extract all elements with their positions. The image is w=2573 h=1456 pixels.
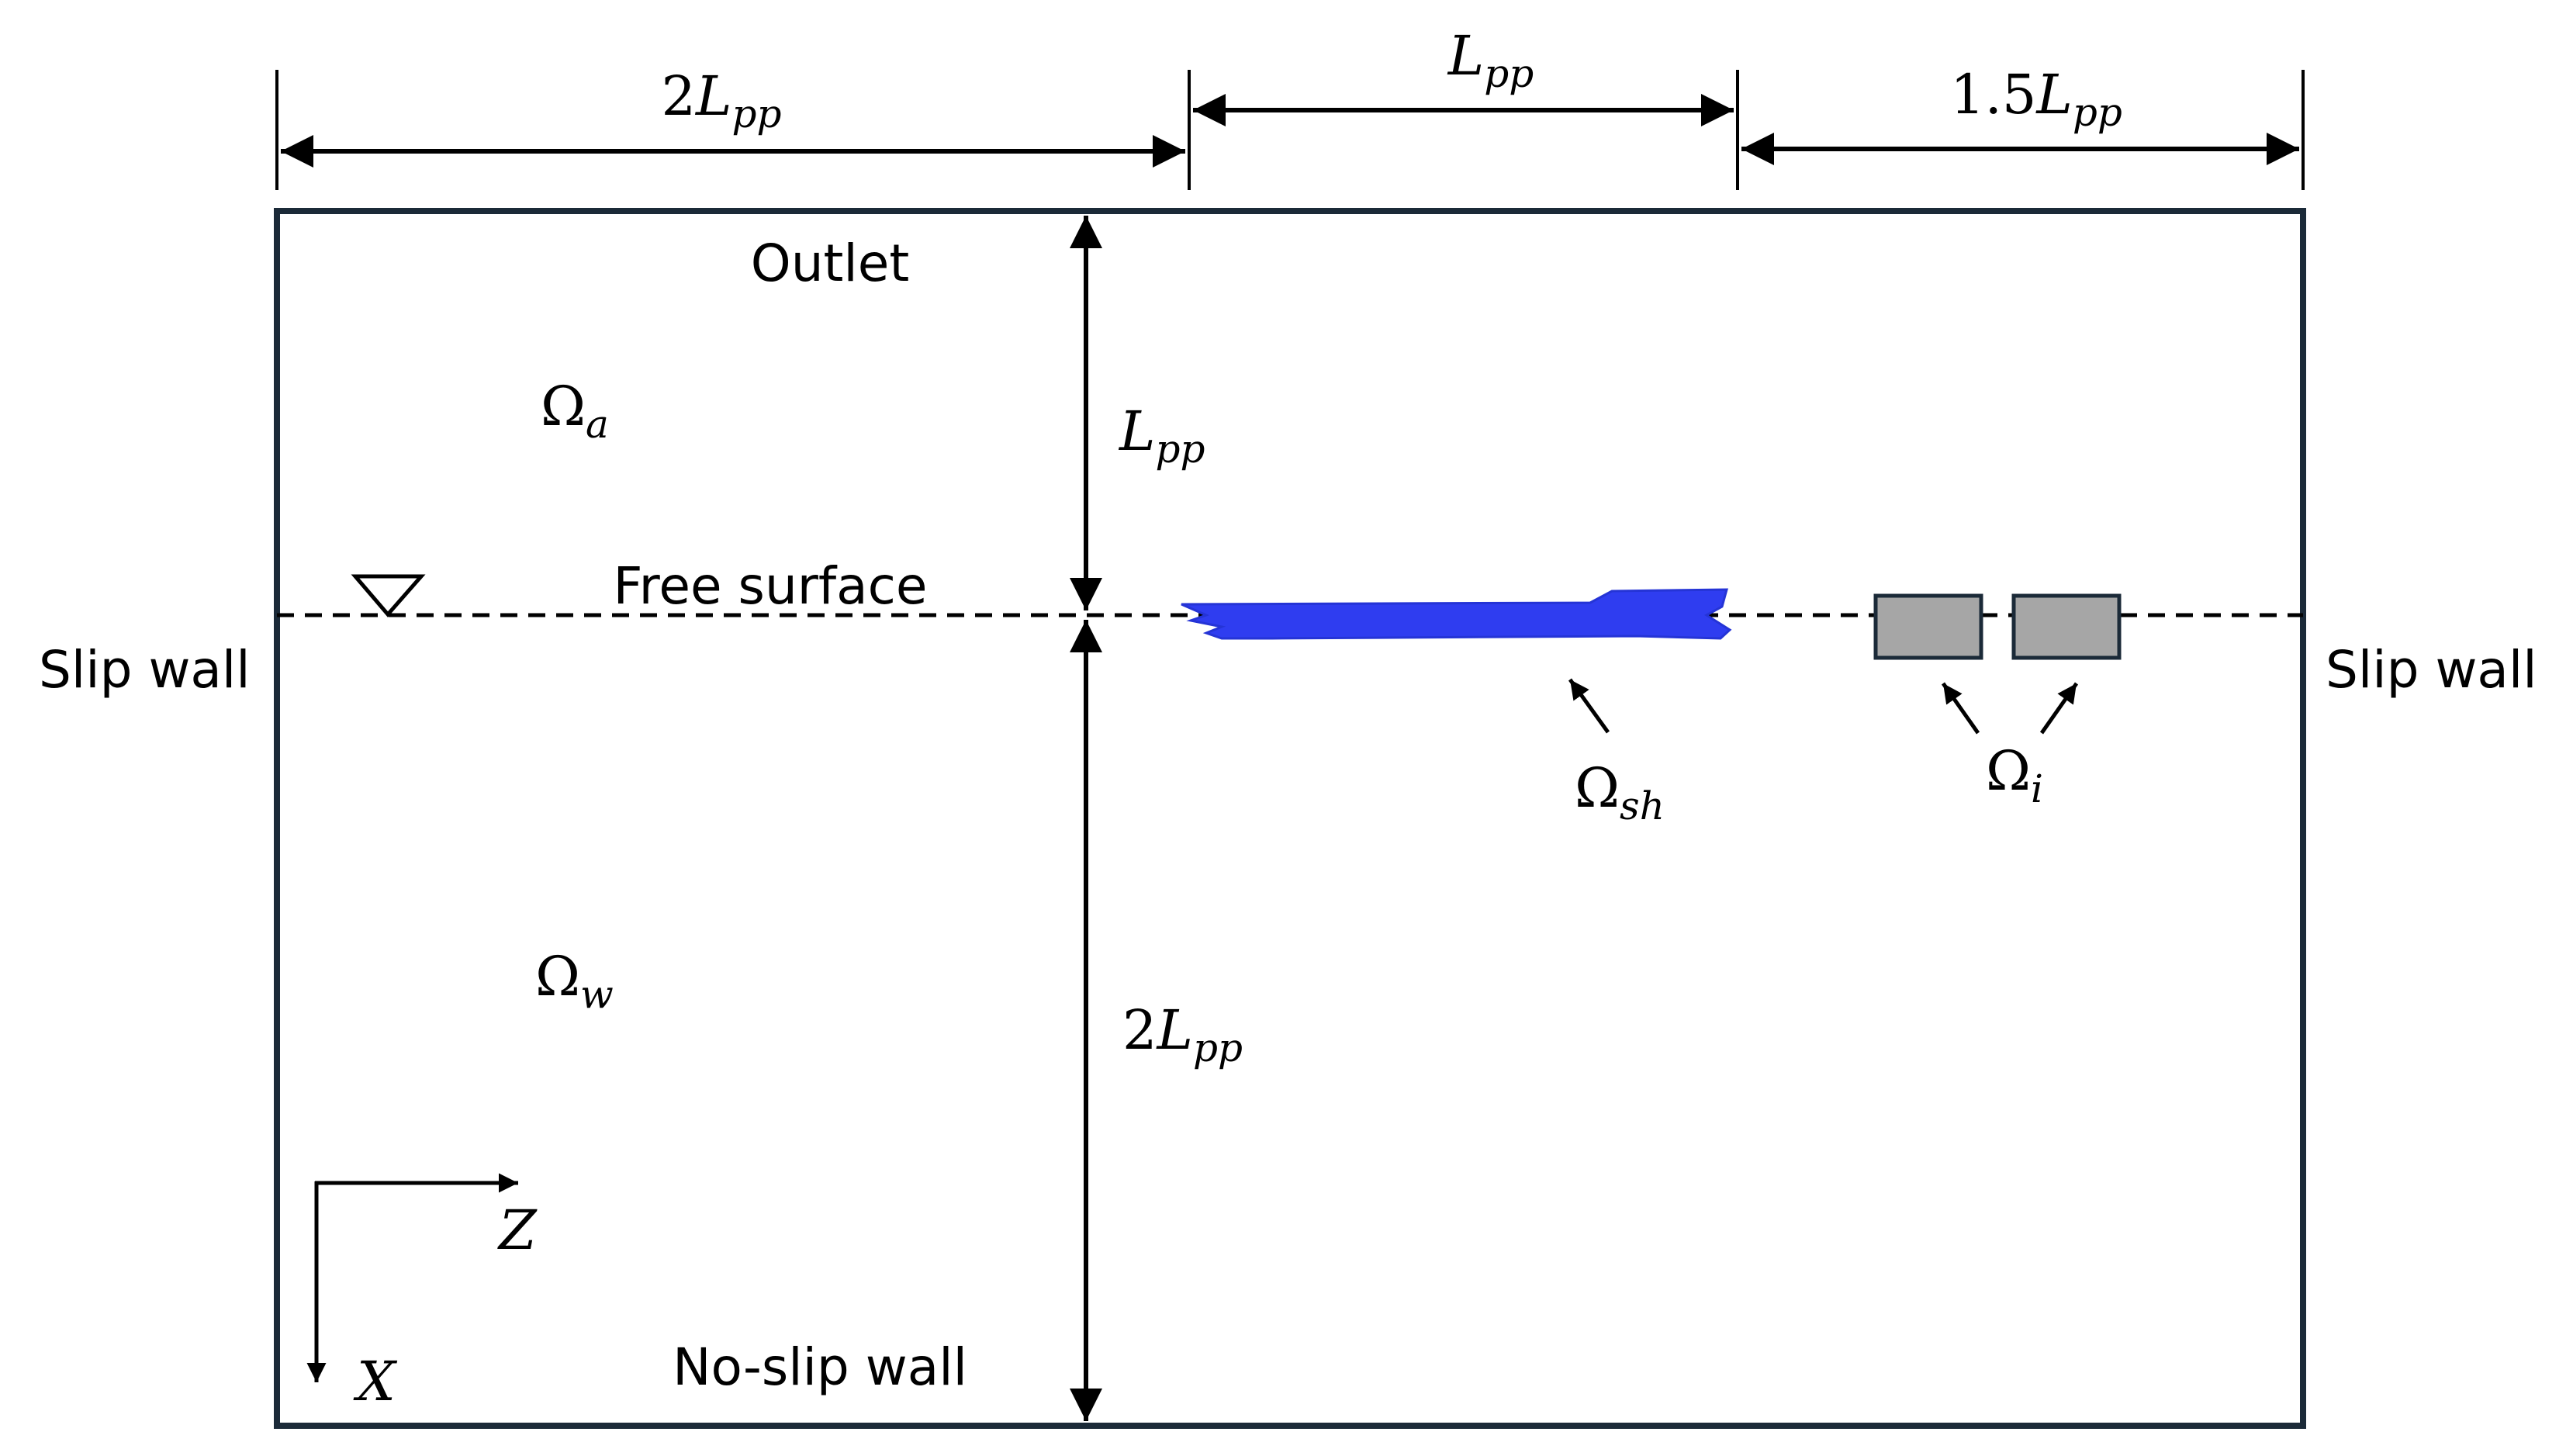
ship-hull (1181, 588, 1732, 640)
ship-pointer-arrow (1568, 678, 1610, 734)
dimension-label-water-depth: 2Lpp (1122, 998, 1243, 1070)
domain-frame (274, 208, 2306, 1429)
boundary-label-bottom: No-slip wall (673, 1337, 967, 1397)
region-label-ice: Ωi (1986, 739, 2043, 811)
axis-label-x: X (353, 1350, 398, 1413)
region-label-water: Ωw (535, 945, 614, 1017)
boundary-label-left: Slip wall (39, 640, 251, 700)
ice-pointer-arrow (2039, 682, 2079, 735)
dimension-label-downstream: 1.5Lpp (1950, 63, 2122, 135)
axis-label-z: Z (497, 1198, 538, 1262)
ice-floe (1873, 593, 1983, 660)
ice-pointer-arrow (1941, 682, 1980, 735)
region-label-air: Ωa (541, 375, 609, 447)
boundary-label-top: Outlet (751, 233, 909, 293)
free-surface-label: Free surface (614, 556, 928, 616)
ice-floe (2011, 593, 2122, 660)
region-label-ship: Ωsh (1575, 756, 1665, 828)
dimension-ticks (275, 70, 2305, 190)
dimension-label-upstream: 2Lpp (661, 64, 781, 137)
dimension-label-air-depth: Lpp (1118, 399, 1205, 472)
free-surface-symbol (351, 574, 426, 617)
boundary-label-right: Slip wall (2326, 640, 2537, 700)
dimension-label-ship-length: Lpp (1447, 24, 1534, 96)
